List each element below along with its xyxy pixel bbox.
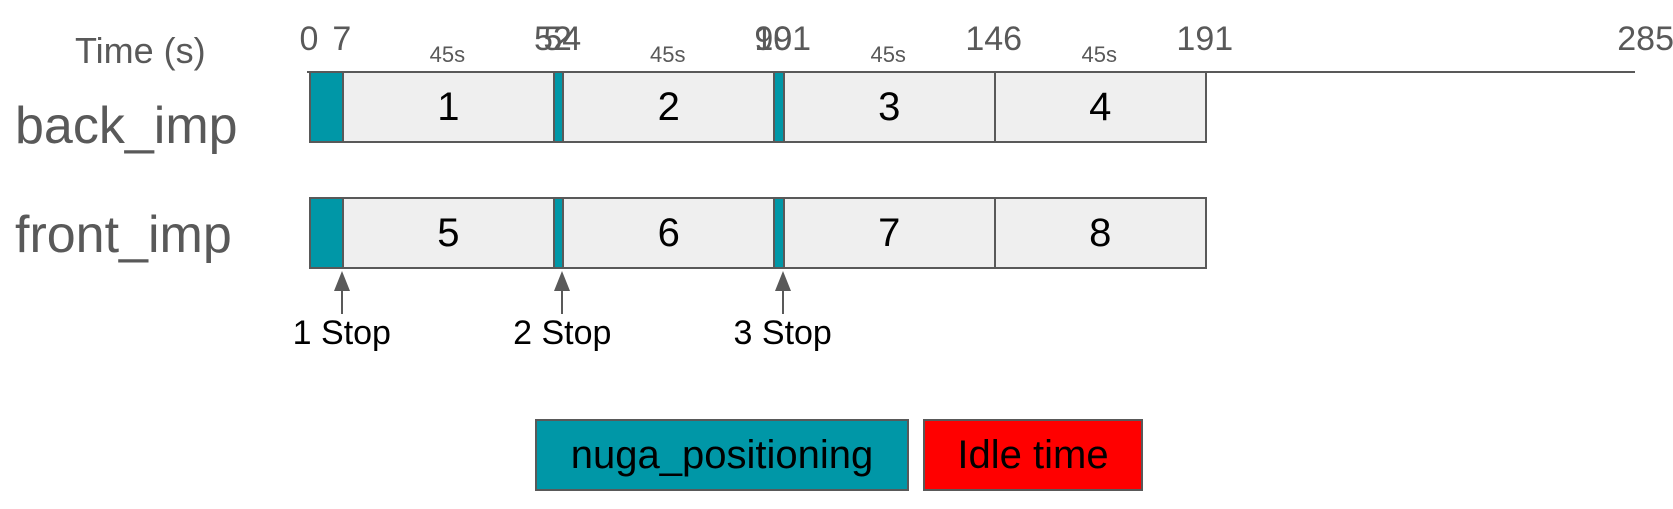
row-label-front-imp: front_imp: [15, 206, 232, 264]
time-axis-label: Time (s): [75, 30, 206, 71]
task-segment: 4: [993, 71, 1207, 143]
stop-label: 1 Stop: [292, 314, 391, 352]
row-label-back-imp: back_imp: [15, 97, 238, 155]
time-tick-label: 191: [1176, 20, 1234, 58]
nuga-positioning-segment: [309, 197, 344, 269]
task-segment: 8: [993, 197, 1207, 269]
task-segment: 7: [782, 197, 996, 269]
stop-arrow-icon: [333, 271, 350, 291]
duration-label: 45s: [650, 42, 686, 67]
time-tick-label: 99: [754, 20, 793, 58]
duration-label: 45s: [429, 42, 466, 67]
time-tick-label: 54: [543, 20, 582, 58]
stop-arrow-icon: [774, 271, 791, 291]
task-segment: 2: [562, 71, 776, 143]
time-tick-label: 52: [533, 20, 572, 58]
duration-label: 45s: [870, 42, 906, 67]
task-segment: 3: [782, 71, 996, 143]
stop-arrow-shaft: [340, 290, 343, 314]
stop-label: 2 Stop: [513, 314, 612, 352]
task-segment: 6: [562, 197, 776, 269]
stop-label: 3 Stop: [733, 314, 832, 352]
legend-item: Idle time: [923, 419, 1143, 491]
duration-label: 45s: [1081, 42, 1117, 67]
stop-arrow-icon: [554, 271, 571, 291]
time-tick-label: 285: [1617, 20, 1673, 58]
legend-item: nuga_positioning: [535, 419, 909, 491]
task-segment: 5: [341, 197, 555, 269]
time-tick-label: 146: [965, 20, 1023, 58]
time-tick-label: 101: [754, 20, 812, 58]
time-tick-label: 0: [299, 20, 319, 58]
stop-arrow-shaft: [561, 290, 564, 314]
stop-arrow-shaft: [781, 290, 784, 314]
task-segment: 1: [341, 71, 555, 143]
nuga-positioning-segment: [309, 71, 344, 143]
time-tick-label: 7: [332, 20, 352, 58]
